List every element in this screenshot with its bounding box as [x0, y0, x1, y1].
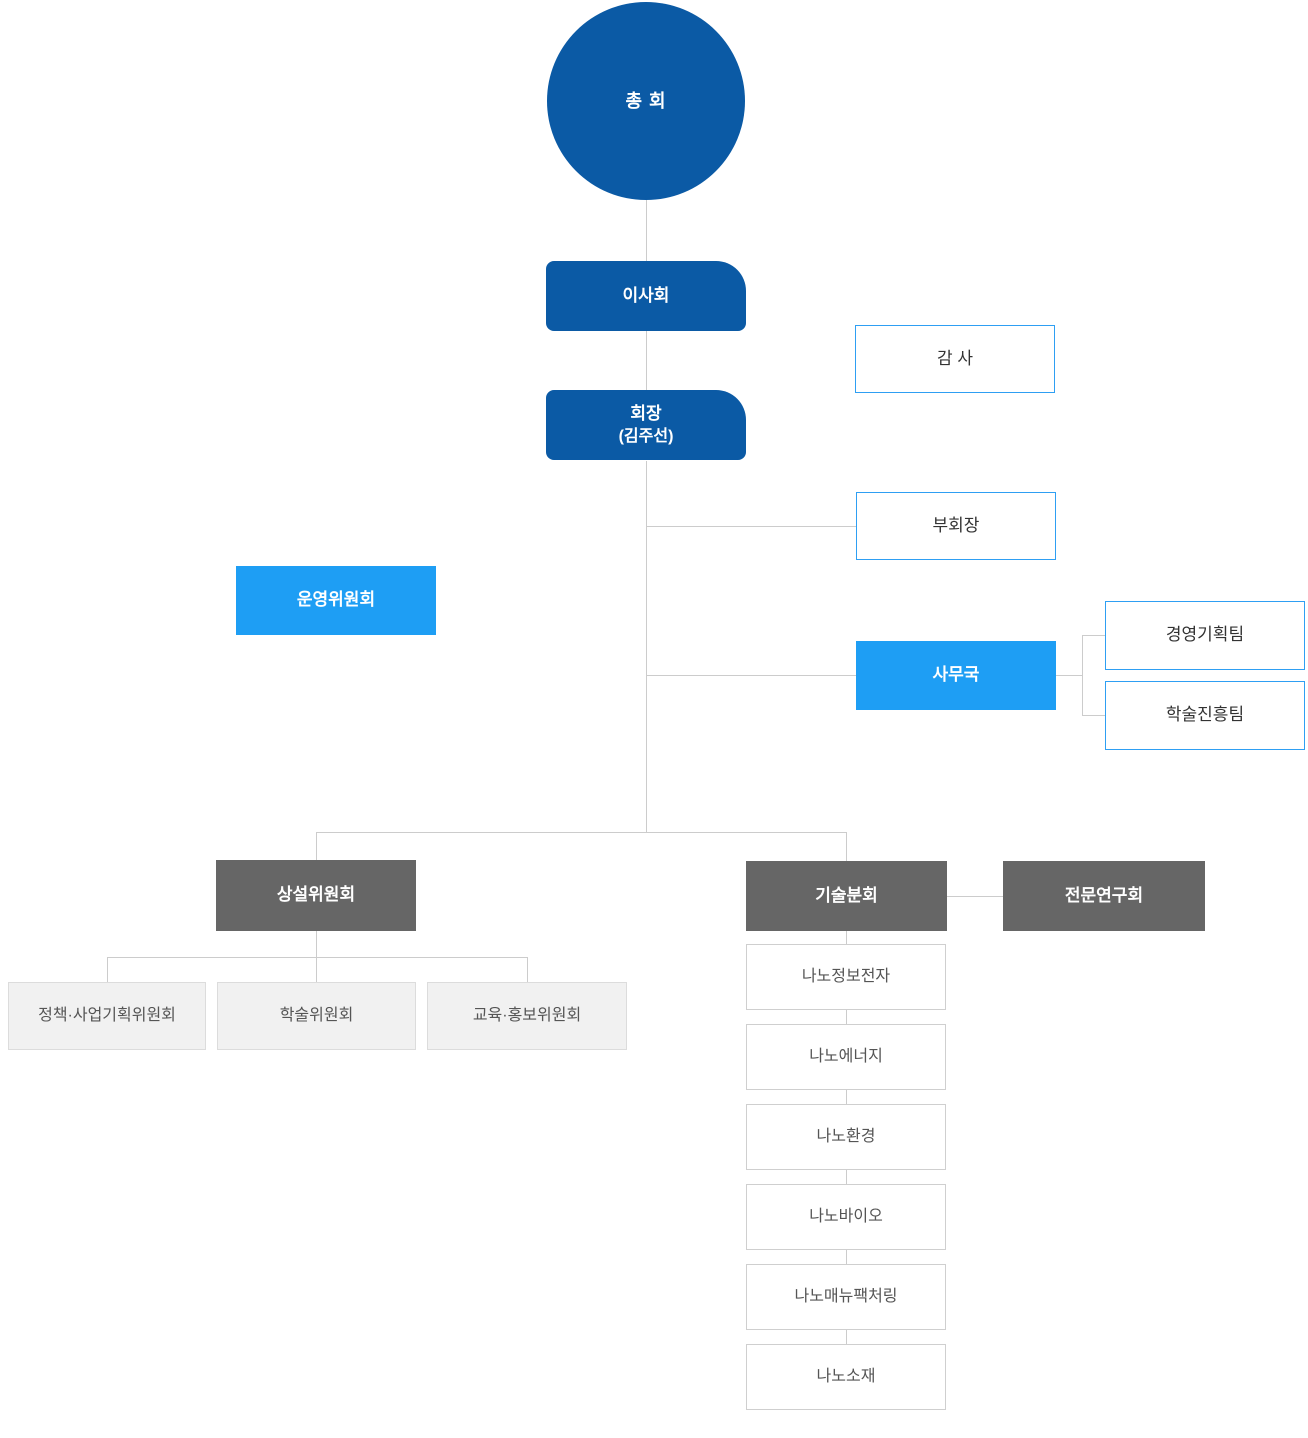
connector-standing-children-branch: [107, 957, 527, 958]
connector-team1: [1082, 635, 1105, 636]
connector-sub1-drop: [107, 957, 108, 982]
connector-standing-children-drop: [316, 931, 317, 957]
node-academic-committee: 학술위원회: [217, 982, 416, 1050]
connector-sub2-drop: [316, 957, 317, 982]
node-auditor: 감 사: [855, 325, 1055, 393]
node-nano-environment: 나노환경: [746, 1104, 946, 1170]
connector-vice-chairman: [646, 526, 856, 527]
connector-chairman-trunk: [646, 461, 647, 832]
node-nano-info-electronics: 나노정보전자: [746, 944, 946, 1010]
node-standing-committee: 상설위원회: [216, 860, 416, 931]
connector-tech-child-3: [846, 1170, 847, 1184]
connector-tech-child-4: [846, 1250, 847, 1264]
connector-standing-drop: [316, 832, 317, 860]
node-steering-committee: 운영위원회: [236, 566, 436, 635]
connector-sub3-drop: [527, 957, 528, 982]
node-nano-energy: 나노에너지: [746, 1024, 946, 1090]
connector-tech-child-0: [846, 931, 847, 944]
node-board-of-directors: 이사회: [546, 261, 746, 331]
node-academic-promotion-team: 학술진흥팀: [1105, 681, 1305, 750]
node-education-pr-committee: 교육·홍보위원회: [427, 982, 627, 1050]
connector-assembly-board: [646, 200, 647, 261]
connector-tech-child-5: [846, 1330, 847, 1344]
node-general-assembly: 총 회: [547, 2, 745, 200]
node-secretariat: 사무국: [856, 641, 1056, 710]
connector-main-branch: [316, 832, 846, 833]
chairman-title: 회장: [630, 403, 662, 423]
chairman-name: (김주선): [618, 427, 674, 445]
connector-board-chairman: [646, 331, 647, 392]
node-nano-manufacturing: 나노매뉴팩처링: [746, 1264, 946, 1330]
node-management-planning-team: 경영기획팀: [1105, 601, 1305, 670]
connector-secretariat: [646, 675, 856, 676]
connector-secretariat-branch: [1056, 675, 1082, 676]
connector-tech-child-2: [846, 1090, 847, 1104]
node-technical-division: 기술분회: [746, 861, 947, 931]
connector-teams-vertical: [1082, 635, 1083, 716]
node-nano-materials: 나노소재: [746, 1344, 946, 1410]
node-nano-bio: 나노바이오: [746, 1184, 946, 1250]
node-vice-chairman: 부회장: [856, 492, 1056, 560]
connector-research-society: [947, 896, 1003, 897]
connector-tech-child-1: [846, 1010, 847, 1024]
connector-technical-drop: [846, 832, 847, 861]
node-research-society: 전문연구회: [1003, 861, 1205, 931]
connector-team2: [1082, 715, 1105, 716]
node-chairman: 회장 (김주선): [546, 390, 746, 460]
node-policy-business-planning-committee: 정책·사업기획위원회: [8, 982, 206, 1050]
